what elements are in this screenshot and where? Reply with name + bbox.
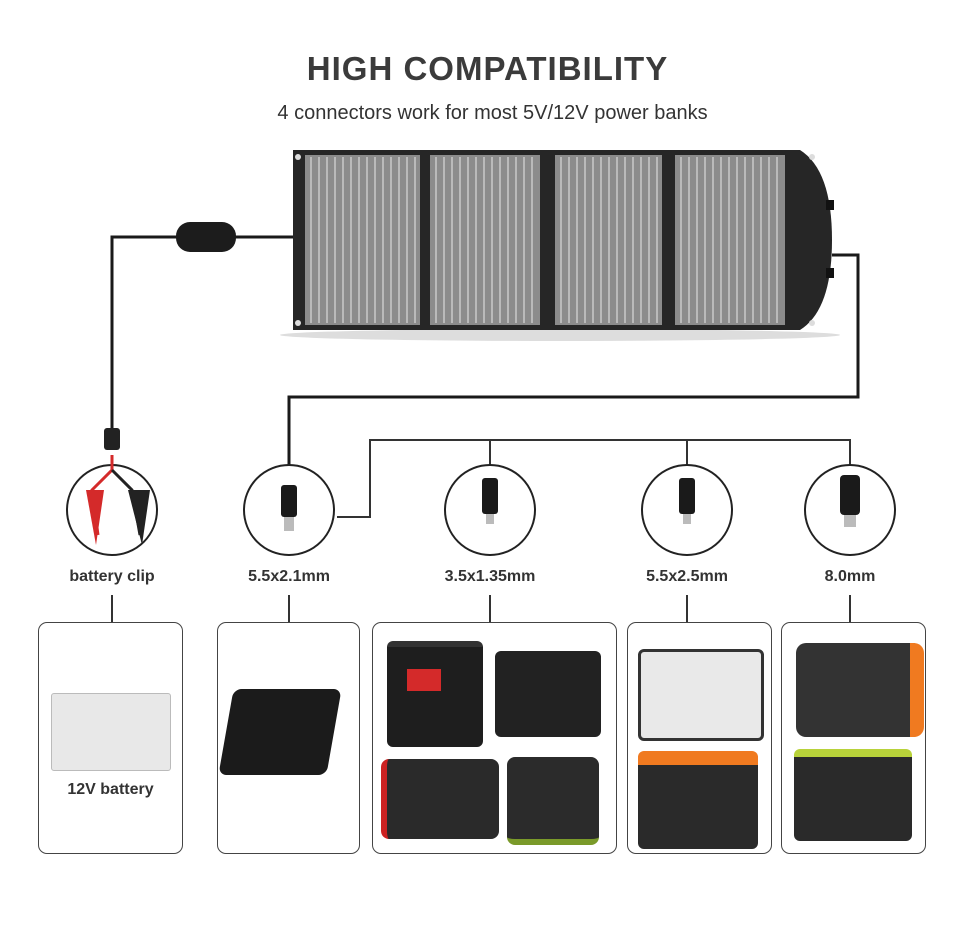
power-station-image <box>507 757 599 845</box>
device-box-5.5x2.5 <box>627 622 772 854</box>
device-box-power-bank <box>217 622 360 854</box>
power-station-image <box>638 649 764 741</box>
dc-plug-icon <box>679 478 695 514</box>
device-box-3.5 <box>372 622 617 854</box>
connector-label-battery-clip: battery clip <box>69 568 155 585</box>
battery-image <box>51 693 171 771</box>
controller-box <box>176 222 236 252</box>
branch-lines <box>111 439 851 622</box>
solar-panel <box>280 150 840 341</box>
power-station-image <box>638 751 758 849</box>
power-station-image <box>796 643 924 737</box>
dc-plug-icon <box>482 478 498 514</box>
device-box-8.0 <box>781 622 926 854</box>
battery-label: 12V battery <box>67 781 154 798</box>
connector-label-5.5x2.1: 5.5x2.1mm <box>248 568 330 585</box>
connector-label-3.5x1.35: 3.5x1.35mm <box>444 568 536 585</box>
power-station-image <box>794 749 912 841</box>
power-bank-image <box>218 689 342 775</box>
connector-label-5.5x2.5: 5.5x2.5mm <box>646 568 728 585</box>
cables <box>110 235 860 470</box>
subtitle: 4 connectors work for most 5V/12V power … <box>277 102 708 124</box>
power-station-image <box>381 759 499 839</box>
power-station-image <box>387 641 483 747</box>
power-station-image <box>495 651 601 737</box>
dc-plug-icon <box>281 485 297 517</box>
battery-clip-icon <box>86 455 150 545</box>
dc-plug-icon <box>840 475 860 515</box>
connector-label-8.0: 8.0mm <box>824 568 876 585</box>
device-box-battery: 12V battery <box>38 622 183 854</box>
page-title: HIGH COMPATIBILITY <box>306 50 669 87</box>
